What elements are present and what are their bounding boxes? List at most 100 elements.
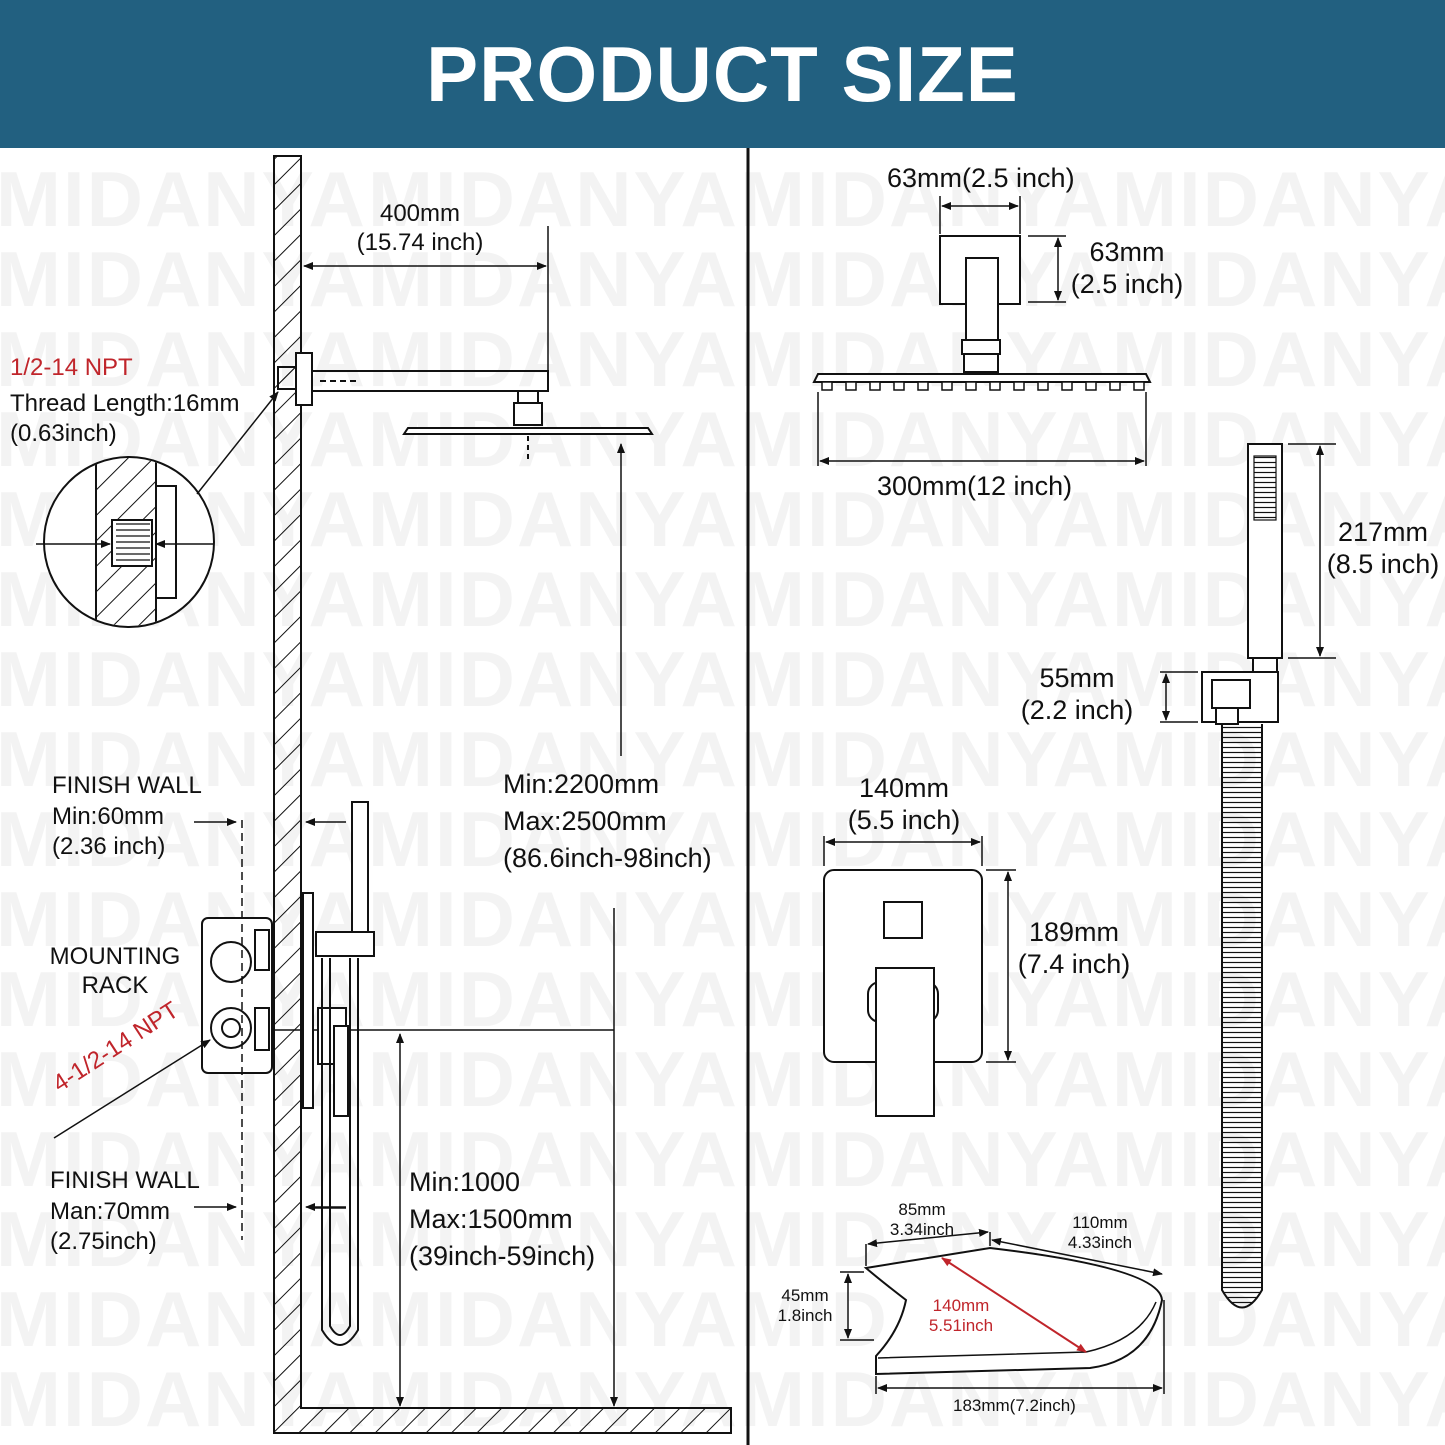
head-height-max: Max:2500mm xyxy=(503,806,667,836)
watermark-text: MIDANYA xyxy=(368,555,739,643)
flange-height-inch: (2.5 inch) xyxy=(1070,269,1184,300)
watermark-text: MIDANYA xyxy=(368,1035,739,1123)
watermark-text: MIDANYA xyxy=(368,155,739,243)
watermark-text: MIDANYA xyxy=(1112,315,1445,403)
finish-wall-bottom-title: FINISH WALL xyxy=(50,1167,200,1194)
spout-length-label: 183mm(7.2inch) xyxy=(953,1396,1076,1415)
watermark-text: MIDANYA xyxy=(368,1195,739,1283)
watermark-text: MIDANYA xyxy=(740,155,1111,243)
watermark-text: MIDANYA xyxy=(0,1275,367,1363)
flange-height-label: 63mm (2.5 inch) xyxy=(1062,236,1192,301)
finish-wall-top-value: Min:60mm xyxy=(52,803,165,830)
watermark-text: MIDANYA xyxy=(368,1275,739,1363)
trim-height-label: 189mm (7.4 inch) xyxy=(1012,916,1136,981)
mounting-rack-label: MOUNTING RACK xyxy=(40,943,190,1001)
holder-mm: 55mm xyxy=(1039,663,1115,693)
watermark-text: MIDANYA xyxy=(1112,1115,1445,1203)
watermark-text: MIDANYA xyxy=(368,715,739,803)
watermark-text: MIDANYA xyxy=(0,395,367,483)
handheld-length-label: 217mm (8.5 inch) xyxy=(1322,516,1444,581)
watermark-text: MIDANYA xyxy=(1112,1195,1445,1283)
thread-length-label: Thread Length:16mm xyxy=(10,390,240,417)
watermark-text: MIDANYA xyxy=(740,555,1111,643)
trim-height-mm: 189mm xyxy=(1028,917,1120,947)
watermark-text: MIDANYA xyxy=(1112,955,1445,1043)
watermark-text: MIDANYA xyxy=(368,235,739,323)
watermark-text: MIDANYA xyxy=(0,235,367,323)
watermark-text: MIDANYA xyxy=(0,795,367,883)
watermark-text: MIDANYA xyxy=(0,635,367,723)
spout-diagonal-label: 140mm 5.51inch xyxy=(922,1296,1000,1337)
watermark-text: MIDANYA xyxy=(1112,875,1445,963)
watermark-text: MIDANYA xyxy=(740,395,1111,483)
valve-and-handheld xyxy=(201,801,375,1346)
watermark-text: MIDANYA xyxy=(368,315,739,403)
watermark-text: MIDANYA xyxy=(368,875,739,963)
watermark-text: MIDANYA xyxy=(740,715,1111,803)
trim-width-inch: (5.5 inch) xyxy=(847,805,961,836)
finish-wall-top-inch: (2.36 inch) xyxy=(52,833,166,860)
shower-arm xyxy=(277,352,549,426)
tub-spout xyxy=(863,1246,1164,1376)
mounting-rack-line2: RACK xyxy=(81,971,149,999)
spout-depth-label: 85mm 3.34inch xyxy=(882,1200,962,1241)
watermark-text: MIDANYA xyxy=(1112,1035,1445,1123)
watermark-text: MIDANYA xyxy=(1112,795,1445,883)
trim-width-mm: 140mm xyxy=(858,773,950,803)
wall-section xyxy=(273,155,732,1434)
head-side-view xyxy=(812,235,1152,391)
watermark-text: MIDANYA xyxy=(368,955,739,1043)
watermark-text: MIDANYA xyxy=(368,395,739,483)
watermark-text: MIDANYA xyxy=(0,1195,367,1283)
head-height-min: Min:2200mm xyxy=(503,769,660,799)
watermark-text: MIDANYA xyxy=(368,475,739,563)
page-title: PRODUCT SIZE xyxy=(426,30,1019,118)
watermark-text: MIDANYA xyxy=(740,635,1111,723)
spout-a-inch: 3.34inch xyxy=(889,1220,955,1240)
finish-wall-top-title: FINISH WALL xyxy=(52,772,202,799)
spout-height-label: 45mm 1.8inch xyxy=(772,1286,838,1327)
thread-npt-label: 1/2-14 NPT xyxy=(10,354,133,381)
holder-inch: (2.2 inch) xyxy=(1020,695,1134,726)
handheld-length-mm: 217mm xyxy=(1337,517,1429,547)
spout-d-inch: 5.51inch xyxy=(928,1316,994,1336)
watermark-text: MIDANYA xyxy=(0,715,367,803)
finish-wall-bottom-inch: (2.75inch) xyxy=(50,1228,157,1255)
handheld-length-inch: (8.5 inch) xyxy=(1326,549,1440,580)
arm-length-inch: (15.74 inch) xyxy=(356,228,484,256)
spout-c-mm: 45mm xyxy=(781,1286,829,1305)
flange-width-label: 63mm(2.5 inch) xyxy=(887,163,1075,193)
watermark-text: MIDANYA xyxy=(368,1115,739,1203)
spout-b-inch: 4.33inch xyxy=(1067,1233,1133,1253)
arm-length-mm: 400mm xyxy=(379,200,461,227)
flange-height-mm: 63mm xyxy=(1089,237,1165,267)
head-height-inch: (86.6inch-98inch) xyxy=(503,843,712,873)
watermark-text: MIDANYA xyxy=(740,1115,1111,1203)
handheld-side-view xyxy=(1201,443,1283,1309)
rain-shower-head xyxy=(402,427,654,462)
holder-size-label: 55mm (2.2 inch) xyxy=(1014,662,1140,727)
valve-trim-plate xyxy=(823,869,983,1117)
thread-length-inch: (0.63inch) xyxy=(10,420,117,447)
spout-c-inch: 1.8inch xyxy=(777,1306,833,1326)
trim-height-inch: (7.4 inch) xyxy=(1017,949,1131,980)
watermark-text: MIDANYA xyxy=(1112,235,1445,323)
arm-length-label: 400mm (15.74 inch) xyxy=(350,200,490,258)
valve-height-min: Min:1000 xyxy=(409,1167,521,1197)
thread-detail-callout xyxy=(36,391,279,628)
watermark-text: MIDANYA xyxy=(1112,1355,1445,1443)
watermark-text: MIDANYA xyxy=(740,235,1111,323)
watermark-text: MIDANYA xyxy=(0,155,367,243)
trim-width-label: 140mm (5.5 inch) xyxy=(842,772,966,837)
watermark-layer: MIDANYAMIDANYAMIDANYAMIDANYAMIDANYAMIDAN… xyxy=(0,148,1445,1445)
spout-d-mm: 140mm xyxy=(932,1296,990,1315)
mounting-rack-line1: MOUNTING xyxy=(49,943,181,970)
finish-wall-bottom-value: Man:70mm xyxy=(50,1198,171,1225)
valve-height-inch: (39inch-59inch) xyxy=(409,1241,596,1271)
header-banner: PRODUCT SIZE xyxy=(0,0,1445,148)
watermark-text: MIDANYA xyxy=(740,475,1111,563)
spout-a-mm: 85mm xyxy=(898,1200,946,1219)
spout-top-label: 110mm 4.33inch xyxy=(1058,1213,1142,1254)
watermark-text: MIDANYA xyxy=(368,795,739,883)
